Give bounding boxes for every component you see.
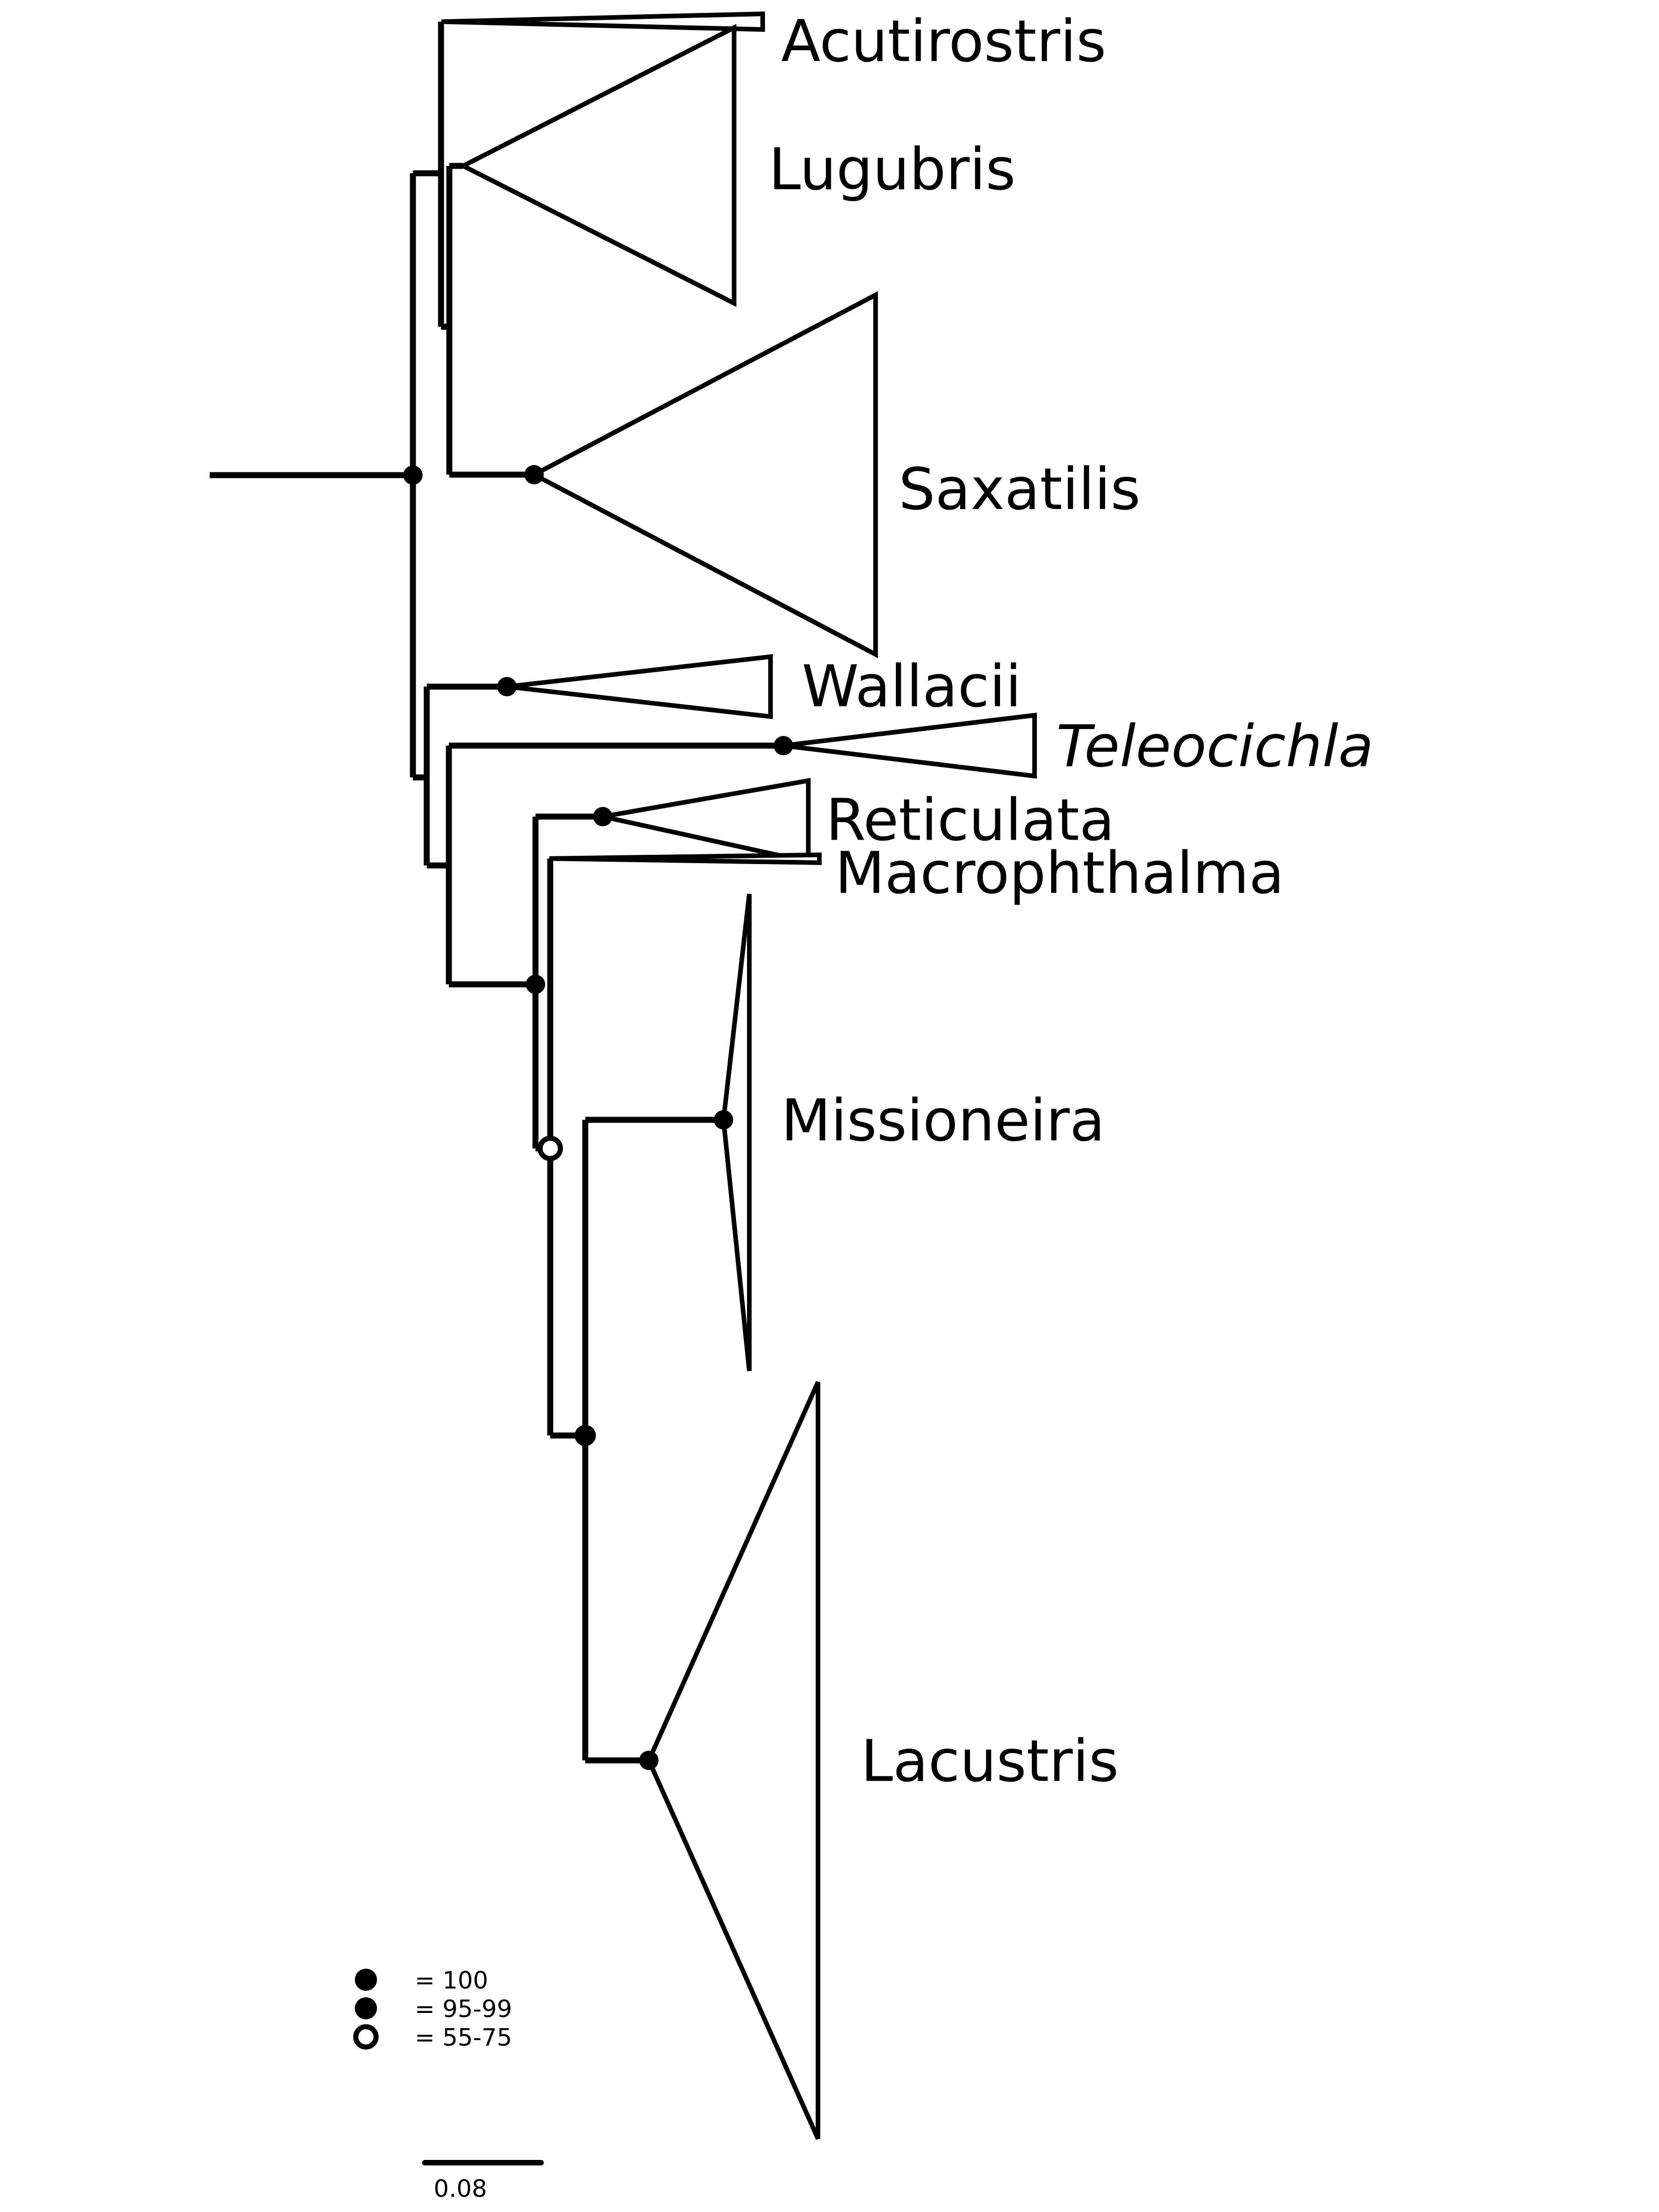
legend-open-circle-icon [353, 2024, 379, 2050]
support-dot-root-icon [403, 465, 423, 485]
node-support-symbols [403, 465, 793, 1770]
scale-bar-label: 0.08 [434, 2175, 487, 2203]
clade-triangle-teleocichla [783, 712, 1037, 779]
taxon-label-wallacii: Wallacii [802, 653, 1021, 720]
support-dot-missioneira-lacustris-icon [575, 1425, 596, 1446]
legend-filled-black-circle-icon [355, 1969, 377, 1991]
clade-triangle-macrophthalma [549, 852, 822, 865]
taxon-label-saxatilis: Saxatilis [899, 456, 1141, 523]
legend-label-95-99: = 95-99 [415, 1995, 512, 2023]
taxon-label-teleocichla: Teleocichla [1056, 713, 1374, 780]
taxon-label-lugubris: Lugubris [769, 136, 1016, 203]
taxon-label-acutirostris: Acutirostris [781, 8, 1106, 75]
support-legend: = 100 = 95-99 = 55-75 [353, 1967, 512, 2052]
clade-triangle-wallacii [506, 654, 773, 719]
support-dot-reticulata-icon [593, 807, 612, 826]
clade-triangle-lacustris [646, 1381, 820, 2140]
scale-bar: 0.08 [422, 2160, 544, 2203]
clade-triangle-saxatilis [529, 291, 878, 659]
support-dot-wallacii-icon [497, 677, 517, 696]
support-open-circle-macrophthalma-clade-icon [537, 1135, 563, 1161]
taxon-label-missioneira: Missioneira [781, 1088, 1105, 1154]
branches [210, 22, 783, 1764]
legend-filled-gray-circle-icon [355, 1997, 377, 2019]
taxon-label-lacustris: Lacustris [861, 1728, 1119, 1795]
support-dot-missioneira-icon [714, 1110, 733, 1130]
clade-triangle-missioneira [721, 894, 752, 1371]
clade-triangle-acutirostris [441, 11, 765, 32]
clade-triangle-reticulata [602, 778, 811, 865]
clade-triangles [441, 11, 1037, 2140]
legend-label-55-75: = 55-75 [415, 2024, 512, 2052]
taxon-label-reticulata: Reticulata [826, 787, 1115, 854]
clade-triangle-lugubris [458, 24, 736, 307]
support-dot-teleocichla-icon [774, 736, 793, 755]
taxon-labels: Acutirostris Lugubris Saxatilis Wallacii… [769, 8, 1374, 1795]
taxon-label-macrophthalma: Macrophthalma [835, 840, 1284, 907]
support-dot-lacustris-icon [639, 1751, 659, 1770]
legend-label-100: = 100 [415, 1967, 488, 1994]
support-dot-saxatilis-icon [524, 465, 544, 484]
support-dot-reticulata-clade-icon [526, 975, 545, 994]
